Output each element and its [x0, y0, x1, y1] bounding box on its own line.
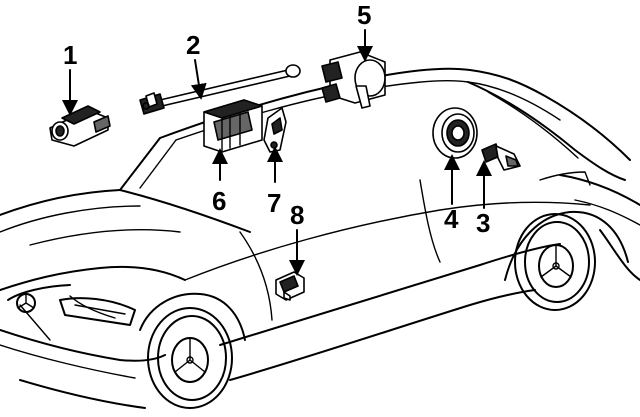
callout-labels: 1 2 3 4 5 6 7 8	[63, 0, 490, 238]
part-8-switch	[275, 271, 305, 301]
callout-label-4: 4	[444, 204, 459, 234]
callout-label-3: 3	[476, 208, 490, 238]
callout-label-7: 7	[267, 188, 281, 218]
callout-arrows	[62, 29, 492, 276]
part-3-actuator	[481, 143, 521, 171]
part-4-fuel-door	[432, 107, 478, 159]
callout-label-6: 6	[212, 186, 226, 216]
callout-label-1: 1	[63, 40, 77, 70]
callout-label-5: 5	[357, 0, 371, 30]
part-5-pump	[321, 51, 386, 109]
part-7-bracket	[263, 107, 287, 153]
callout-label-8: 8	[290, 200, 304, 230]
car-illustration	[0, 67, 640, 409]
part-1-sensor	[49, 105, 111, 147]
part-6-control-module	[203, 99, 263, 153]
arrow-2	[190, 59, 207, 100]
callout-label-2: 2	[186, 30, 200, 60]
